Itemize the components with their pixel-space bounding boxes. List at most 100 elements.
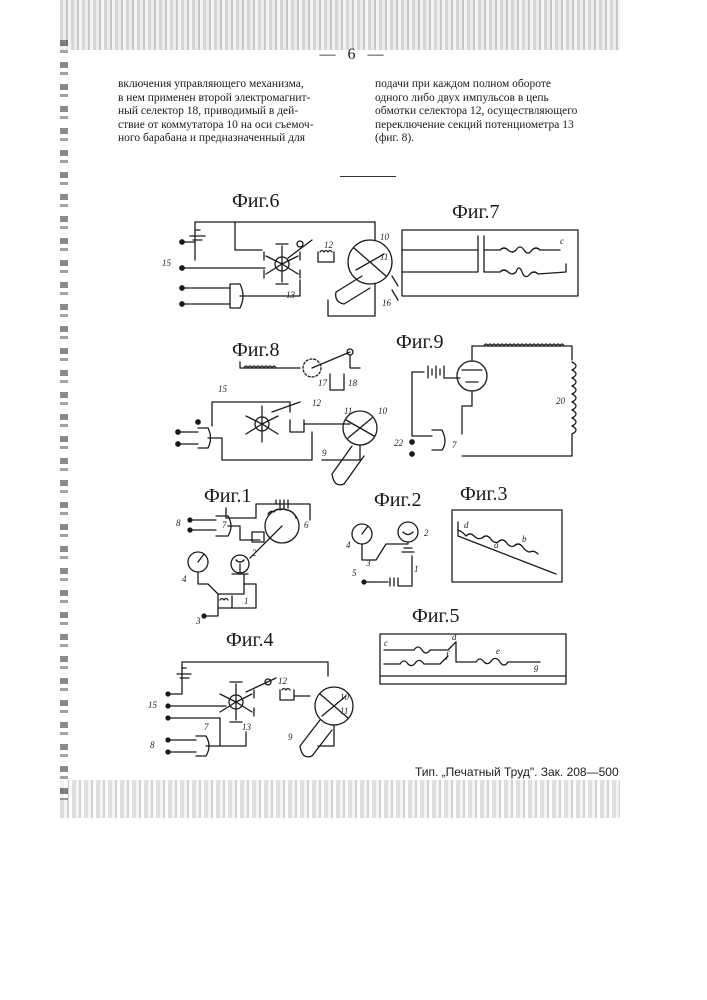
fig8-drum [332, 446, 364, 485]
fig4-label: 10 [340, 692, 350, 702]
fig8-wire [212, 402, 290, 426]
figure-9-title: Фиг.9 [396, 331, 443, 353]
fig3-trace-lower [458, 536, 556, 574]
fig7-trace-upper [484, 247, 560, 253]
fig8-arm [272, 402, 300, 412]
fig5-label: f [446, 650, 450, 660]
fig2-battery [374, 556, 412, 586]
fig8-wire [322, 445, 360, 460]
figure-7-title: Фиг.7 [452, 201, 499, 223]
fig5-label: g [534, 662, 539, 672]
fig3-label: d [464, 520, 469, 530]
fig1-wire [206, 608, 218, 616]
figure-4: Фиг.4 15 12 10 11 13 7 9 8 [148, 629, 353, 757]
fig9-terminal [410, 452, 414, 456]
fig8-label: 11 [344, 406, 352, 416]
fig1-label: 7 [222, 520, 227, 530]
fig9-wire [472, 346, 572, 361]
fig1-meter-needle [198, 554, 204, 562]
fig9-wire [462, 434, 572, 456]
fig1-label: 6 [304, 520, 309, 530]
fig2-label: 4 [346, 540, 351, 550]
fig2-label: 3 [365, 558, 371, 568]
fig6-label: 15 [162, 258, 172, 268]
fig6-coil-turns [320, 251, 332, 253]
fig4-label: 13 [242, 722, 252, 732]
fig4-label: 12 [278, 676, 288, 686]
figure-2: Фиг.2 4 3 2 5 1 [346, 489, 429, 586]
fig7-trace-flat [402, 236, 484, 272]
fig4-relay [170, 736, 209, 756]
fig5-trace-right [462, 658, 540, 665]
fig8-relay [180, 428, 211, 448]
fig7-frame [402, 230, 578, 296]
fig3-frame [452, 510, 562, 582]
figure-9: Фиг.9 20 22 7 [394, 331, 576, 456]
fig6-wire [184, 242, 265, 304]
fig4-battery [177, 668, 191, 678]
fig2-clock-face [403, 532, 413, 535]
fig6-label: 11 [380, 252, 388, 262]
fig6-wire [195, 222, 375, 260]
fig7-trace-lower [484, 264, 566, 277]
fig9-label: 20 [556, 396, 566, 406]
figure-1: Фиг.1 8 7 6 4 2 1 3 [176, 485, 310, 626]
figure-6: Фиг.6 15 12 10 11 13 16 [162, 190, 398, 316]
fig3-label: b [522, 534, 527, 544]
fig9-relay [432, 430, 445, 450]
fig8-label: 18 [348, 378, 358, 388]
fig9-tube-electrodes [462, 370, 482, 382]
fig8-label: 10 [378, 406, 388, 416]
figure-2-title: Фиг.2 [374, 489, 421, 511]
fig4-label: 8 [150, 740, 155, 750]
fig7-label: c [560, 236, 564, 246]
fig4-wire [182, 662, 328, 694]
fig9-wire [412, 372, 432, 436]
fig4-label: 9 [288, 732, 293, 742]
fig8-arm [312, 352, 350, 368]
fig6-label: 12 [324, 240, 334, 250]
figure-8-title: Фиг.8 [232, 339, 279, 361]
fig8-terminal [196, 420, 200, 424]
fig8-label: 17 [318, 378, 328, 388]
figure-4-title: Фиг.4 [226, 629, 273, 651]
fig8-label: 12 [312, 398, 322, 408]
fig1-label: 4 [182, 574, 187, 584]
fig1-label: 3 [195, 616, 201, 626]
fig9-label: 7 [452, 440, 457, 450]
fig4-drum [300, 720, 332, 757]
fig2-label: 1 [414, 564, 419, 574]
fig5-trace-upper [384, 642, 462, 662]
fig5-trace-middle [384, 656, 448, 666]
fig8-coil-12 [290, 420, 304, 432]
fig9-battery [412, 366, 460, 378]
fig4-label: 11 [340, 706, 348, 716]
fig4-wire [318, 725, 334, 746]
fig6-pivot [297, 241, 303, 247]
fig1-wire [198, 572, 244, 594]
figure-3: Фиг.3 d a b [452, 483, 562, 582]
fig5-label: e [496, 646, 500, 656]
fig4-label: 15 [148, 700, 158, 710]
fig9-label: 22 [394, 438, 404, 448]
fig9-tube [457, 361, 487, 391]
fig5-label: c [384, 638, 388, 648]
figure-1-title: Фиг.1 [204, 485, 251, 507]
fig4-selector-star [220, 682, 254, 722]
fig6-brush [392, 276, 398, 300]
fig5-label: d [452, 632, 457, 642]
fig9-terminal [410, 440, 414, 444]
fig1-label: 8 [176, 518, 181, 528]
figure-7: Фиг.7 c [402, 201, 578, 296]
fig2-clock [398, 522, 418, 542]
fig6-battery [190, 230, 205, 240]
fig6-label: 13 [286, 290, 296, 300]
fig1-potentiometer-winding [268, 509, 296, 518]
fig1-wire [228, 526, 260, 540]
fig8-label: 15 [218, 384, 228, 394]
fig1-clock-details [232, 560, 248, 574]
fig6-drum [336, 276, 370, 304]
fig2-label: 5 [352, 568, 357, 578]
fig6-coil [318, 252, 334, 262]
fig9-inductor [572, 362, 576, 434]
